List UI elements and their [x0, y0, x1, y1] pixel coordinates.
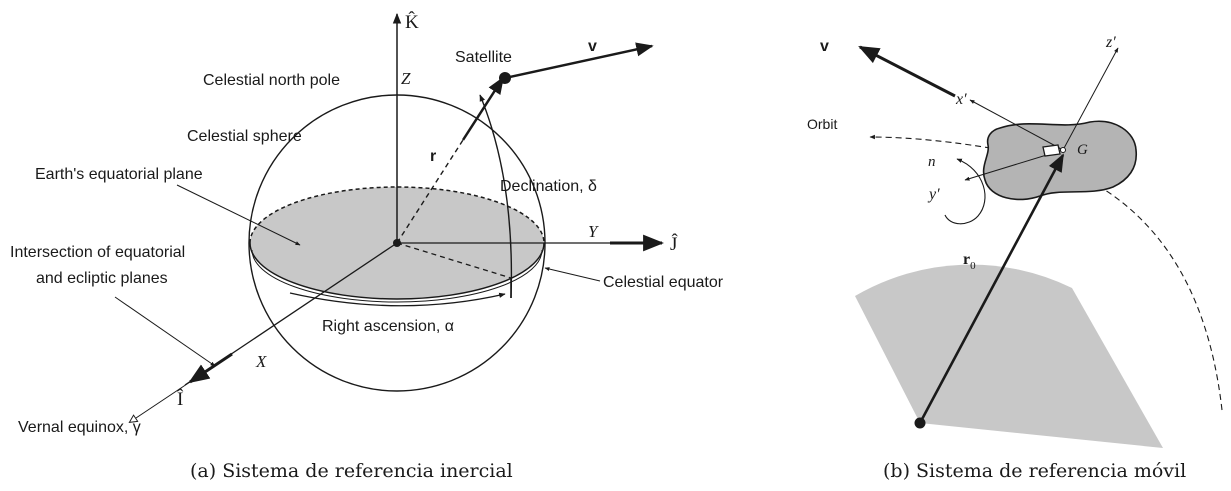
- label-z-prime: z′: [1105, 34, 1116, 51]
- label-right-ascension: Right ascension, α: [322, 318, 454, 335]
- label-intersection-2: and ecliptic planes: [36, 270, 168, 287]
- label-y-prime: y′: [927, 186, 940, 203]
- r-vector-dashed: [396, 139, 464, 244]
- right-ascension-arc: [289, 292, 506, 307]
- label-y: Y: [588, 222, 599, 241]
- caption-b: (b) Sistema de referencia móvil: [883, 460, 1186, 482]
- panel-a-inertial-frame: K̂ Z Ĵ Y Î X Satellite v r Celestial nor…: [10, 11, 724, 482]
- caption-a: (a) Sistema de referencia inercial: [190, 460, 513, 482]
- planet-sector: [855, 264, 1163, 448]
- label-x-prime: x′: [955, 91, 967, 108]
- label-n: n: [928, 154, 936, 170]
- label-celestial-sphere: Celestial sphere: [187, 128, 302, 145]
- r-vector: [461, 76, 505, 141]
- label-satellite: Satellite: [455, 49, 512, 66]
- equatorial-plane-front: [249, 242, 545, 300]
- projection-line: [396, 242, 512, 279]
- label-celestial-equator: Celestial equator: [603, 274, 724, 291]
- g-point: [1060, 147, 1066, 153]
- z-prime-axis: [1062, 47, 1119, 151]
- rotation-arc: [944, 158, 986, 225]
- label-z: Z: [401, 69, 411, 88]
- label-velocity-a: v: [588, 38, 597, 55]
- label-i-hat: Î: [177, 388, 184, 410]
- label-r0-main: r: [963, 251, 970, 268]
- vernal-equinox-line: [130, 381, 191, 422]
- label-radius: r: [430, 148, 436, 165]
- label-orbit: Orbit: [807, 116, 837, 132]
- i-hat-arrow: [188, 352, 233, 384]
- velocity-vector: [504, 42, 654, 80]
- label-celestial-north-pole: Celestial north pole: [203, 72, 340, 89]
- declination-arc: [479, 94, 513, 299]
- leader-intersection: [114, 296, 216, 367]
- label-r0-sub: 0: [970, 260, 976, 272]
- label-j-hat: Ĵ: [670, 233, 678, 255]
- label-x: X: [255, 352, 267, 371]
- label-g: G: [1077, 142, 1088, 158]
- g-square: [1042, 144, 1061, 157]
- label-equatorial-plane: Earth's equatorial plane: [35, 166, 203, 183]
- r0-vector: [918, 153, 1065, 424]
- label-velocity-b: v: [820, 38, 829, 55]
- x-prime-axis: [969, 99, 1064, 151]
- velocity-vector-b: [858, 45, 956, 98]
- origin-point: [914, 417, 926, 429]
- label-intersection-1: Intersection of equatorial: [10, 244, 185, 261]
- equatorial-plane-rim: [251, 249, 543, 303]
- label-declination: Declination, δ: [500, 178, 597, 195]
- label-r0: r0: [963, 251, 976, 272]
- leader-equatorial-plane: [176, 184, 301, 246]
- panel-b-moving-frame: v x′ z′ Orbit n G y′ r0 (b) Sistema de r…: [807, 34, 1223, 482]
- leader-celestial-equator: [544, 267, 601, 282]
- label-k-hat: K̂: [405, 11, 419, 33]
- label-vernal-equinox: Vernal equinox, γ: [18, 419, 141, 436]
